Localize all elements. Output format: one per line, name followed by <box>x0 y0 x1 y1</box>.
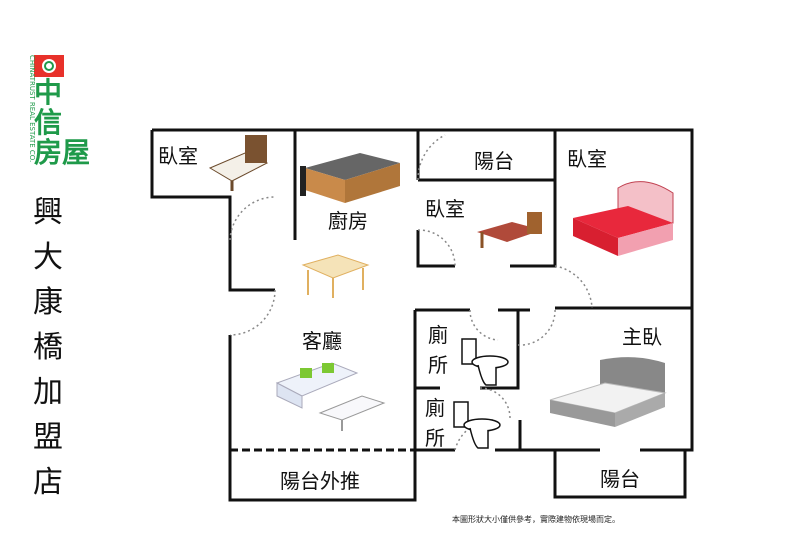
logo-emblem-icon <box>34 55 64 77</box>
toilet-icon <box>461 338 509 386</box>
bed-icon <box>573 181 674 256</box>
room-label-kitchen: 廚房 <box>328 209 368 233</box>
room-label-balcony-top: 陽台 <box>474 149 514 173</box>
kitchen-counter-icon <box>300 153 400 203</box>
bed-icon <box>477 212 542 248</box>
sofa-icon <box>275 362 386 431</box>
room-label-bedroom-top-left: 臥室 <box>158 144 198 168</box>
room-label-toilet-1: 廁所 <box>428 323 448 377</box>
bed-icon <box>549 357 667 427</box>
room-label-master-bedroom: 主臥 <box>622 325 662 349</box>
room-label-living-room: 客廳 <box>302 329 342 353</box>
bed-icon <box>208 135 269 191</box>
room-label-toilet-2: 廁所 <box>425 396 445 450</box>
room-label-bedroom-top-right: 臥室 <box>567 147 607 171</box>
room-label-bedroom-middle: 臥室 <box>425 197 465 221</box>
room-label-balcony-extended: 陽台外推 <box>280 469 360 493</box>
disclaimer-note: 本圖形狀大小僅供參考，實際建物依現場而定。 <box>452 515 620 524</box>
logo-char-2: 信 <box>34 106 63 139</box>
logo-char-3: 房屋 <box>34 136 91 169</box>
room-label-balcony-bottom: 陽台 <box>600 467 640 491</box>
dining-table-icon <box>301 254 370 298</box>
logo-char-1: 中 <box>34 76 63 109</box>
toilet-icon <box>453 401 501 449</box>
store-name: 興大康橋加盟店 <box>33 195 63 500</box>
